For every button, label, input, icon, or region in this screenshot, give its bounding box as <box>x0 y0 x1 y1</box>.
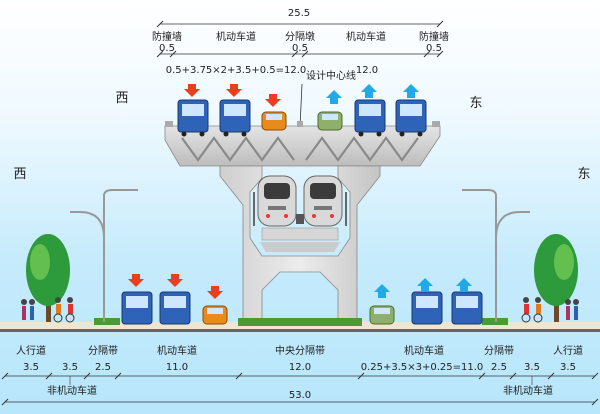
sidewalk-right-label: 人行道 <box>553 344 583 357</box>
upper-bus-3 <box>354 99 386 137</box>
sidewalk-left-width: 3.5 <box>23 362 39 373</box>
down-arrow-icon <box>167 274 183 287</box>
down-arrow-icon <box>184 84 200 97</box>
divider-left-width: 2.5 <box>95 362 111 373</box>
crash-barrier-right-width: 0.5 <box>426 43 442 54</box>
crash-barrier-left-label: 防撞墙 <box>152 30 182 43</box>
metro-trains <box>253 175 347 227</box>
sidewalk-right-width: 3.5 <box>560 362 576 373</box>
divider-label: 分隔墩 <box>285 30 315 43</box>
ground-car-orange <box>202 305 228 325</box>
ground-surface <box>0 322 600 332</box>
elevated-bridge <box>164 121 441 326</box>
crash-barrier-right-label: 防撞墙 <box>419 30 449 43</box>
lanes-left-label: 机动车道 <box>216 30 256 43</box>
metro-train-right <box>303 175 343 227</box>
motor-left-width: 11.0 <box>166 362 188 373</box>
upper-car-green <box>317 111 343 131</box>
up-arrow-icon <box>403 84 419 98</box>
down-arrow-icon <box>265 94 281 107</box>
tree-left <box>26 234 70 322</box>
median-width: 12.0 <box>289 362 311 373</box>
ground-bus-3 <box>411 291 443 325</box>
east-label-lower: 东 <box>577 167 590 182</box>
sidewalk-left-label: 人行道 <box>16 344 46 357</box>
motor-right-label: 机动车道 <box>404 344 444 357</box>
bottom-total-width: 53.0 <box>289 390 311 401</box>
up-arrow-icon <box>374 284 390 298</box>
ground-car-green <box>369 305 395 325</box>
street-lamp-right <box>462 189 530 322</box>
pedestrians-right <box>521 297 579 323</box>
ground-bus-1 <box>121 291 153 325</box>
upper-car-orange <box>261 111 287 131</box>
top-dimension-group: 25.5 防撞墙 0.5 机动车道 分隔墩 0.5 机动车道 防撞墙 0.5 0… <box>152 8 449 128</box>
divider-right-width: 2.5 <box>491 362 507 373</box>
bottom-dimension-group: 人行道 3.5 3.5 分隔带 2.5 机动车道 11.0 中央分隔带 12.0… <box>1 344 599 406</box>
median-planting <box>238 318 362 326</box>
up-arrow-icon <box>326 90 342 104</box>
top-total-width: 25.5 <box>288 8 310 19</box>
street-lamp-left <box>70 189 138 322</box>
crash-barrier-left-width: 0.5 <box>159 43 175 54</box>
tree-right <box>534 234 578 322</box>
west-label-lower: 西 <box>13 167 26 182</box>
upper-down-arrows <box>184 84 281 107</box>
ground-bus-4 <box>451 291 483 325</box>
upper-bus-4 <box>395 99 427 137</box>
down-arrow-icon <box>207 286 223 299</box>
nonmotor-left-label: 非机动车道 <box>47 384 97 397</box>
pedestrians-left <box>21 297 75 323</box>
ground-bus-2 <box>159 291 191 325</box>
centerline-leader <box>299 83 303 128</box>
divider-left-label: 分隔带 <box>88 345 118 357</box>
ground-down-arrows <box>128 274 223 299</box>
ground-vehicles <box>121 274 483 325</box>
up-arrow-icon <box>361 84 377 98</box>
up-arrow-icon <box>456 278 472 292</box>
divider-right-label: 分隔带 <box>484 345 514 357</box>
median-label: 中央分隔带 <box>275 344 325 357</box>
divider-width: 0.5 <box>292 43 308 54</box>
upper-bus-2 <box>219 99 251 137</box>
down-arrow-icon <box>226 84 242 97</box>
nonmotor-right-width: 3.5 <box>524 362 540 373</box>
upper-deck-vehicles <box>177 84 427 137</box>
motor-left-label: 机动车道 <box>157 344 197 357</box>
east-label-upper: 东 <box>469 96 482 111</box>
upper-up-arrows <box>326 84 419 104</box>
up-arrow-icon <box>417 278 433 292</box>
ground-up-arrows <box>374 278 472 298</box>
nonmotor-right-label: 非机动车道 <box>503 384 553 397</box>
lanes-right-label: 机动车道 <box>346 30 386 43</box>
nonmotor-left-width: 3.5 <box>62 362 78 373</box>
down-arrow-icon <box>128 274 144 287</box>
west-label-upper: 西 <box>115 91 128 106</box>
motor-right-formula: 0.25+3.5×3+0.25=11.0 <box>361 362 484 373</box>
formula-left: 0.5+3.75×2+3.5+0.5=12.0 <box>166 65 307 76</box>
centerline-label: 设计中心线 <box>306 69 356 82</box>
upper-bus-1 <box>177 99 209 137</box>
right-half-width: 12.0 <box>356 65 378 76</box>
metro-train-left <box>257 175 297 227</box>
